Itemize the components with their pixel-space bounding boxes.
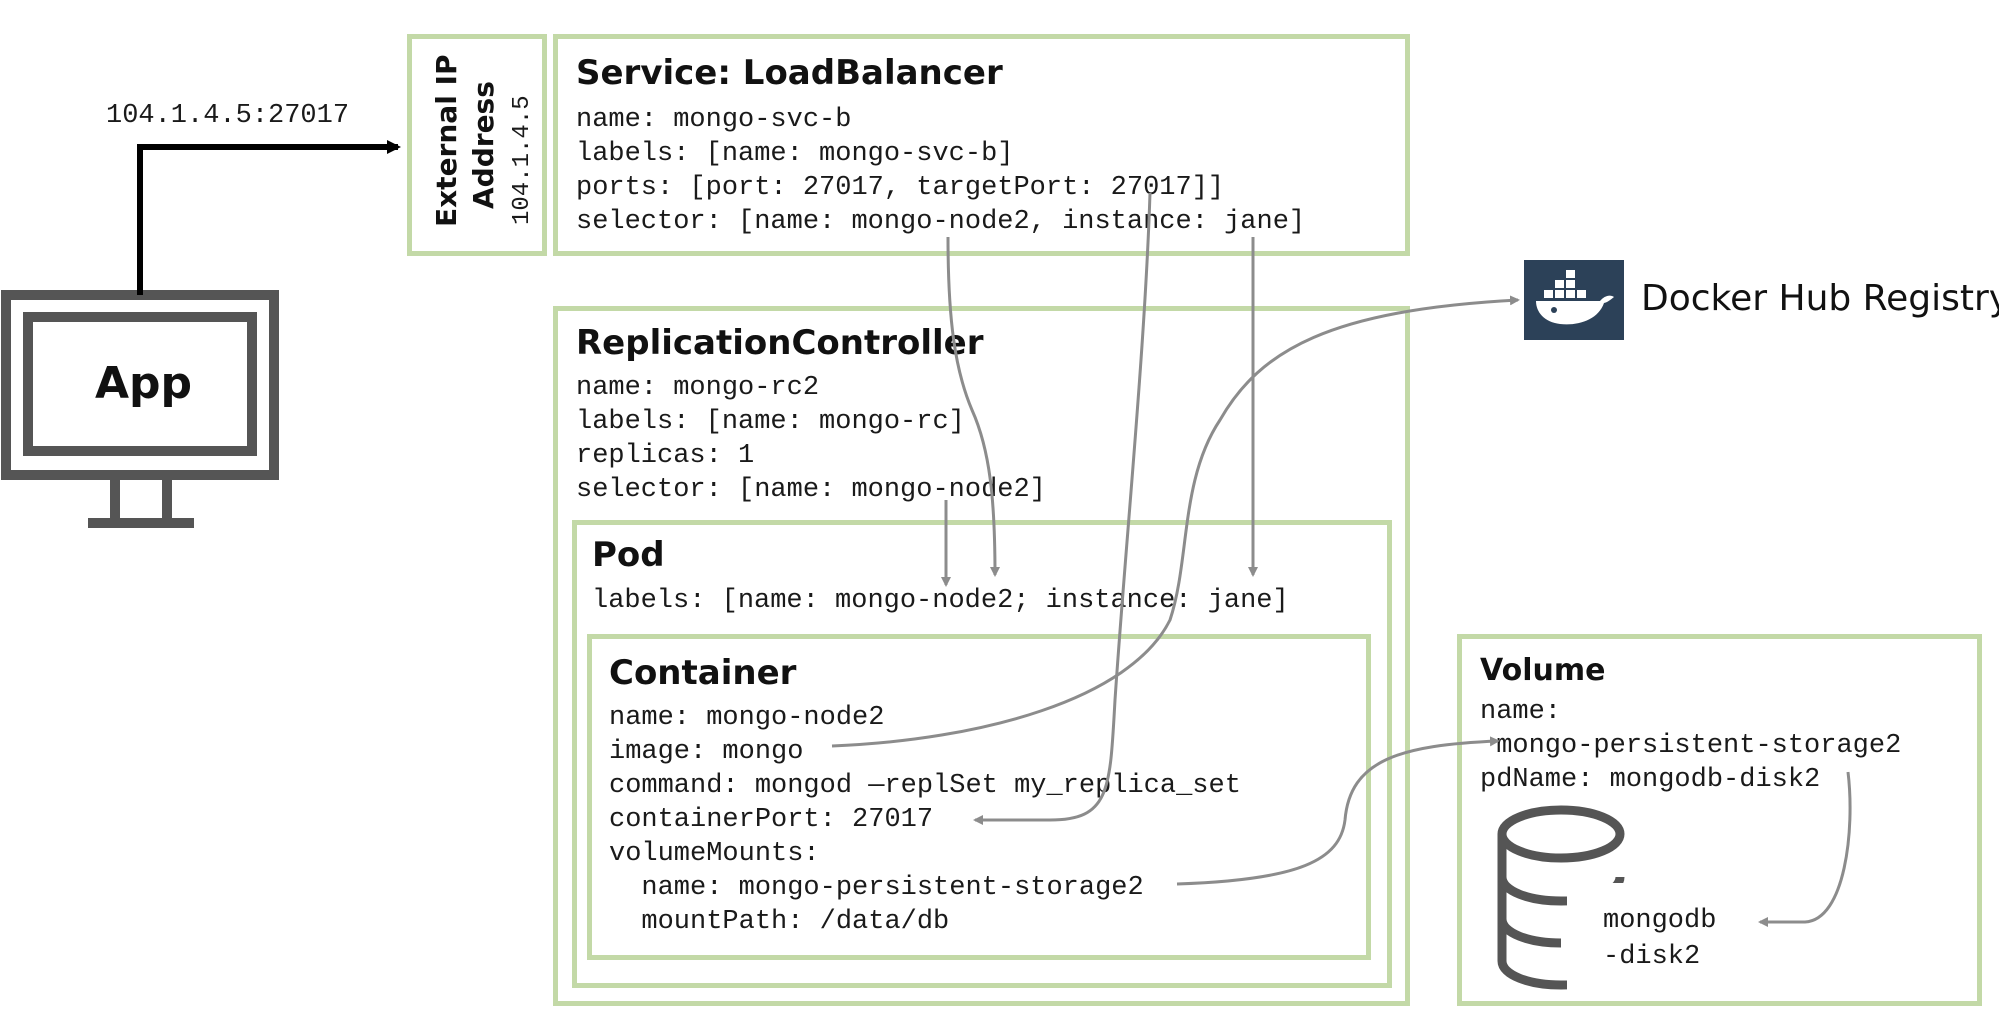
container-line: mountPath: /data/db [609, 907, 950, 937]
rc-line: labels: [name: mongo-rc] [576, 407, 965, 437]
container-line: command: mongod —replSet my_replica_set [609, 771, 1241, 801]
disk-label-line1: mongodb [1603, 906, 1717, 936]
service-box: Service: LoadBalancer name: mongo-svc-b … [553, 34, 1410, 256]
container-line: containerPort: 27017 [609, 805, 934, 835]
docker-hub-label: Docker Hub Registry [1641, 278, 1999, 319]
volume-title: Volume [1480, 653, 1606, 688]
container-line: name: mongo-node2 [609, 703, 885, 733]
docker-whale-icon [1524, 260, 1624, 340]
rc-line: name: mongo-rc2 [576, 373, 820, 403]
container-line: volumeMounts: [609, 839, 820, 869]
rc-line: replicas: 1 [576, 441, 755, 471]
monitor-icon [1, 290, 279, 528]
volume-line: mongo-persistent-storage2 [1480, 731, 1902, 761]
pod-title: Pod [592, 535, 665, 575]
external-ip-value: 104.1.4.5 [509, 95, 536, 225]
volume-line: name: [1480, 697, 1562, 727]
disk-label-line2: -disk2 [1603, 942, 1701, 972]
replication-controller-title: ReplicationController [576, 323, 984, 363]
service-title: Service: LoadBalancer [576, 53, 1003, 93]
rc-line: selector: [name: mongo-node2] [576, 475, 1046, 505]
service-line: labels: [name: mongo-svc-b] [576, 139, 1014, 169]
external-ip-title-line1: External IP [430, 54, 463, 227]
external-ip-box: External IP Address 104.1.4.5 [407, 34, 547, 256]
connection-address-label: 104.1.4.5:27017 [106, 101, 350, 131]
service-line: name: mongo-svc-b [576, 105, 852, 135]
container-box: Container name: mongo-node2 image: mongo… [587, 634, 1371, 960]
app-label: App [95, 358, 193, 409]
database-icon [1497, 805, 1657, 993]
external-ip-title-line2: Address [467, 81, 500, 209]
service-line: selector: [name: mongo-node2, instance: … [576, 207, 1306, 237]
container-line: name: mongo-persistent-storage2 [609, 873, 1144, 903]
service-line: ports: [port: 27017, targetPort: 27017]] [576, 173, 1225, 203]
container-line: image: mongo [609, 737, 804, 767]
container-title: Container [609, 653, 797, 693]
pod-line: labels: [name: mongo-node2; instance: ja… [592, 586, 1289, 616]
volume-line: pdName: mongodb-disk2 [1480, 765, 1821, 795]
